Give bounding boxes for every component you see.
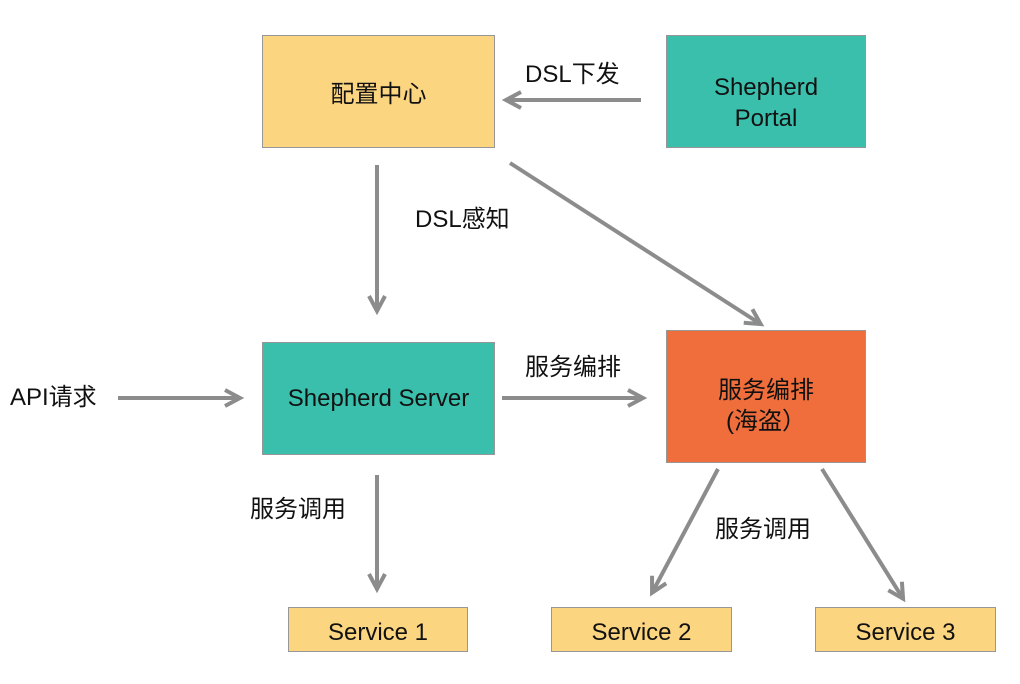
arrow-orchestration-to-service-3 [820,467,906,603]
service-2-node: Service 2 [551,607,732,652]
service-1-label: Service 1 [327,619,429,646]
edge-label-dsl-push: DSL下发 [525,61,620,88]
shepherd-portal-label-line1: Shepherd [713,73,819,101]
shepherd-server-label: Shepherd Server [287,385,470,412]
service-orchestration-node: 服务编排 (海盗） [666,330,866,463]
edge-label-invoke-services-2-3: 服务调用 [715,516,811,543]
arrow-config-center-to-orchestration [508,161,765,327]
config-center-label: 配置中心 [330,81,427,108]
service-orchestration-label-line2: (海盗） [726,407,806,435]
service-2-label: Service 2 [591,619,692,646]
edge-label-invoke-service-1: 服务调用 [250,496,346,523]
shepherd-server-node: Shepherd Server [262,342,495,455]
service-1-node: Service 1 [288,607,468,652]
shepherd-portal-node: Shepherd Portal [666,35,866,148]
edge-label-orchestrate: 服务编排 [525,354,621,381]
service-3-label: Service 3 [855,619,956,646]
shepherd-portal-label-line2: Portal [734,104,798,132]
config-center-node: 配置中心 [262,35,495,148]
service-orchestration-label-line1: 服务编排 [718,376,814,404]
service-3-node: Service 3 [815,607,996,652]
edge-label-dsl-sense: DSL感知 [415,206,510,233]
arrow-orchestration-to-service-2 [650,468,720,597]
edge-label-api-request: API请求 [10,384,97,411]
